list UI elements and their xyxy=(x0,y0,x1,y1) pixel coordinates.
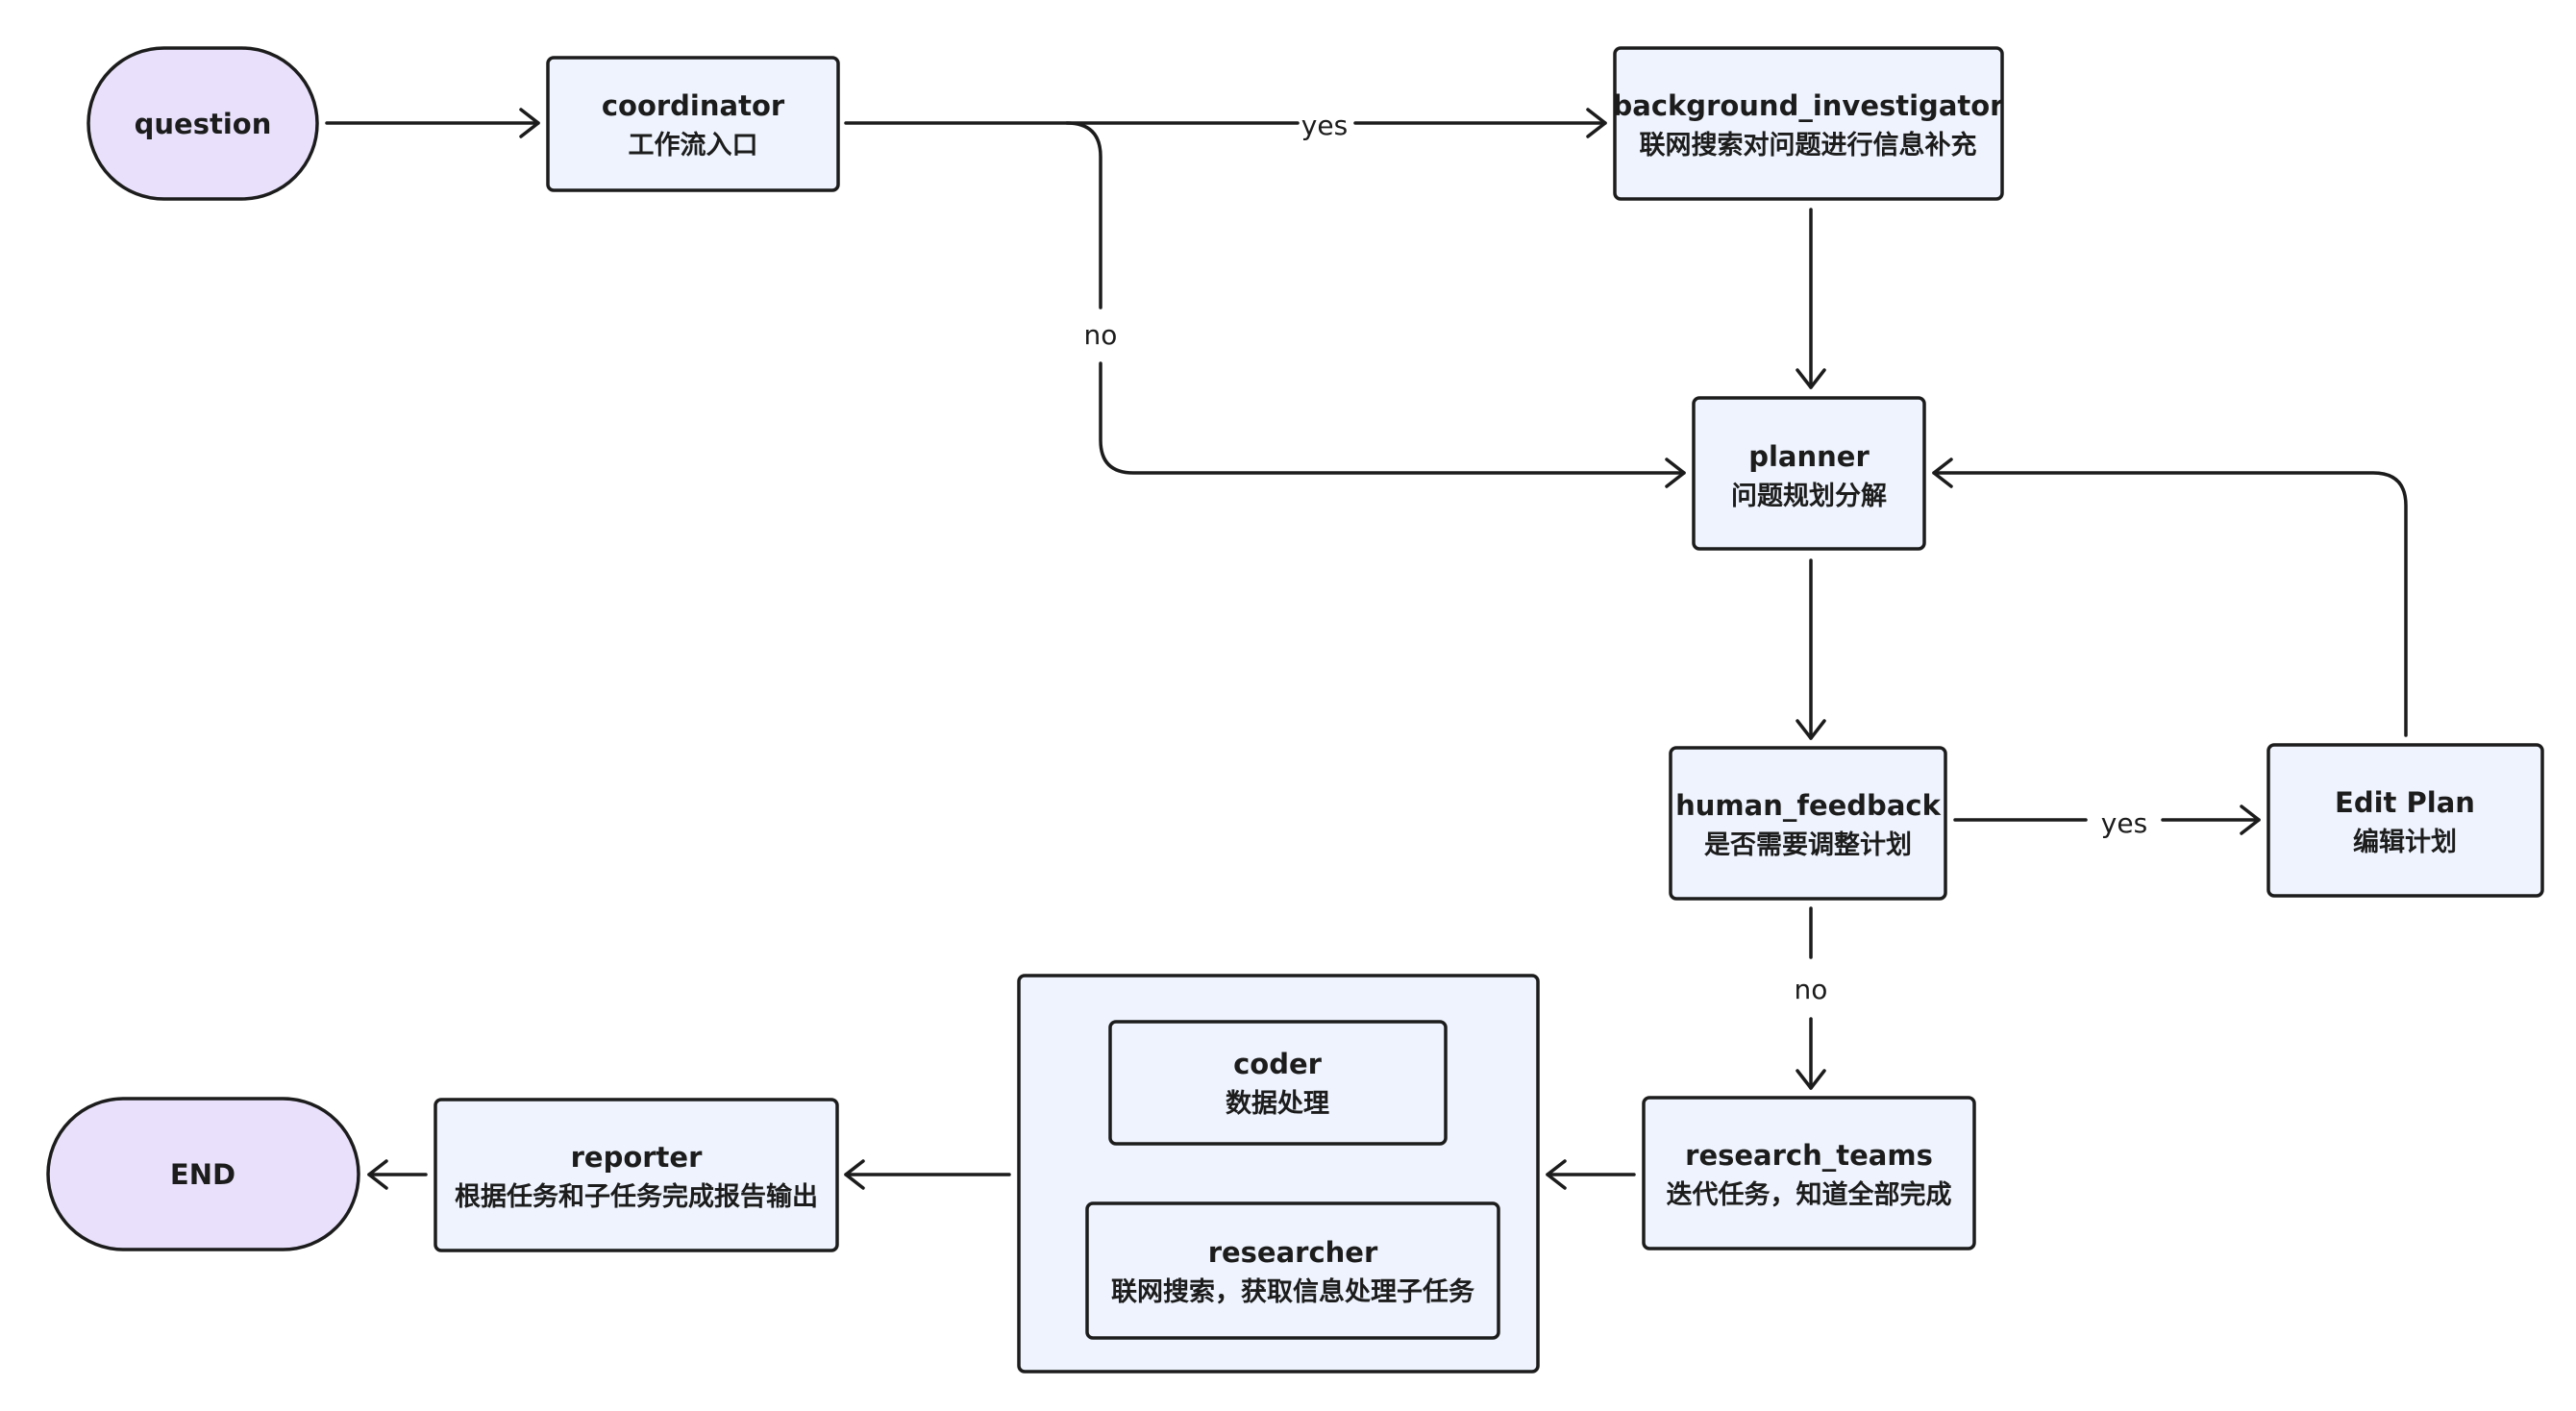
edge-background-planner xyxy=(1796,208,1826,389)
edge-planner-feedback xyxy=(1796,558,1826,740)
edge-label-feedback-no: no xyxy=(1795,974,1828,1005)
edge-coordinator-background-yes xyxy=(844,108,1607,138)
edge-label-coordinator-yes: yes xyxy=(1301,110,1348,141)
node-researcher[interactable]: researcher 联网搜索，获取信息处理子任务 xyxy=(1085,1201,1500,1340)
node-coordinator-subtitle: 工作流入口 xyxy=(629,131,758,161)
node-edit-plan-subtitle: 编辑计划 xyxy=(2353,827,2457,857)
node-researcher-subtitle: 联网搜索，获取信息处理子任务 xyxy=(1111,1276,1474,1307)
node-question-title: question xyxy=(135,108,272,140)
node-research-teams-subtitle: 迭代任务，知道全部完成 xyxy=(1667,1179,1952,1210)
node-researcher-title: researcher xyxy=(1208,1236,1378,1269)
node-reporter-subtitle: 根据任务和子任务完成报告输出 xyxy=(455,1181,818,1212)
node-background-investigator-title: background_investigator xyxy=(1613,89,2005,122)
node-planner[interactable]: planner 问题规划分解 xyxy=(1692,396,1926,551)
edge-group-reporter xyxy=(844,1159,1011,1190)
node-coordinator-title: coordinator xyxy=(602,89,785,122)
node-planner-title: planner xyxy=(1748,440,1870,473)
node-coordinator[interactable]: coordinator 工作流入口 xyxy=(546,56,840,192)
node-end-title: END xyxy=(170,1158,235,1191)
node-background-investigator-subtitle: 联网搜索对问题进行信息补充 xyxy=(1640,130,1977,161)
node-coder-title: coder xyxy=(1233,1048,1323,1080)
edge-coordinator-planner-no xyxy=(1065,121,1686,488)
node-human-feedback-title: human_feedback xyxy=(1675,789,1941,822)
edge-question-coordinator xyxy=(325,108,540,138)
node-human-feedback[interactable]: human_feedback 是否需要调整计划 xyxy=(1669,746,1947,901)
node-edit-plan[interactable]: Edit Plan 编辑计划 xyxy=(2266,743,2544,898)
node-research-teams-title: research_teams xyxy=(1685,1139,1933,1172)
node-reporter[interactable]: reporter 根据任务和子任务完成报告输出 xyxy=(433,1098,839,1252)
node-planner-subtitle: 问题规划分解 xyxy=(1731,482,1887,511)
node-coder-subtitle: 数据处理 xyxy=(1226,1089,1329,1119)
edge-feedback-research-no xyxy=(1796,906,1826,1090)
edge-label-coordinator-no: no xyxy=(1084,319,1118,351)
node-end[interactable]: END xyxy=(46,1097,360,1251)
edge-reporter-end xyxy=(367,1159,428,1190)
node-question[interactable]: question xyxy=(87,46,319,201)
node-coder[interactable]: coder 数据处理 xyxy=(1108,1020,1448,1146)
edge-label-feedback-yes: yes xyxy=(2101,807,2147,839)
node-reporter-title: reporter xyxy=(571,1141,703,1174)
node-background-investigator[interactable]: background_investigator 联网搜索对问题进行信息补充 xyxy=(1613,46,2005,201)
node-research-teams[interactable]: research_teams 迭代任务，知道全部完成 xyxy=(1642,1096,1976,1250)
edge-editplan-planner xyxy=(1932,458,2408,737)
edge-research-group xyxy=(1546,1159,1636,1190)
node-human-feedback-subtitle: 是否需要调整计划 xyxy=(1704,830,1912,860)
node-edit-plan-title: Edit Plan xyxy=(2335,786,2475,819)
edge-feedback-editplan-yes xyxy=(1953,805,2261,835)
